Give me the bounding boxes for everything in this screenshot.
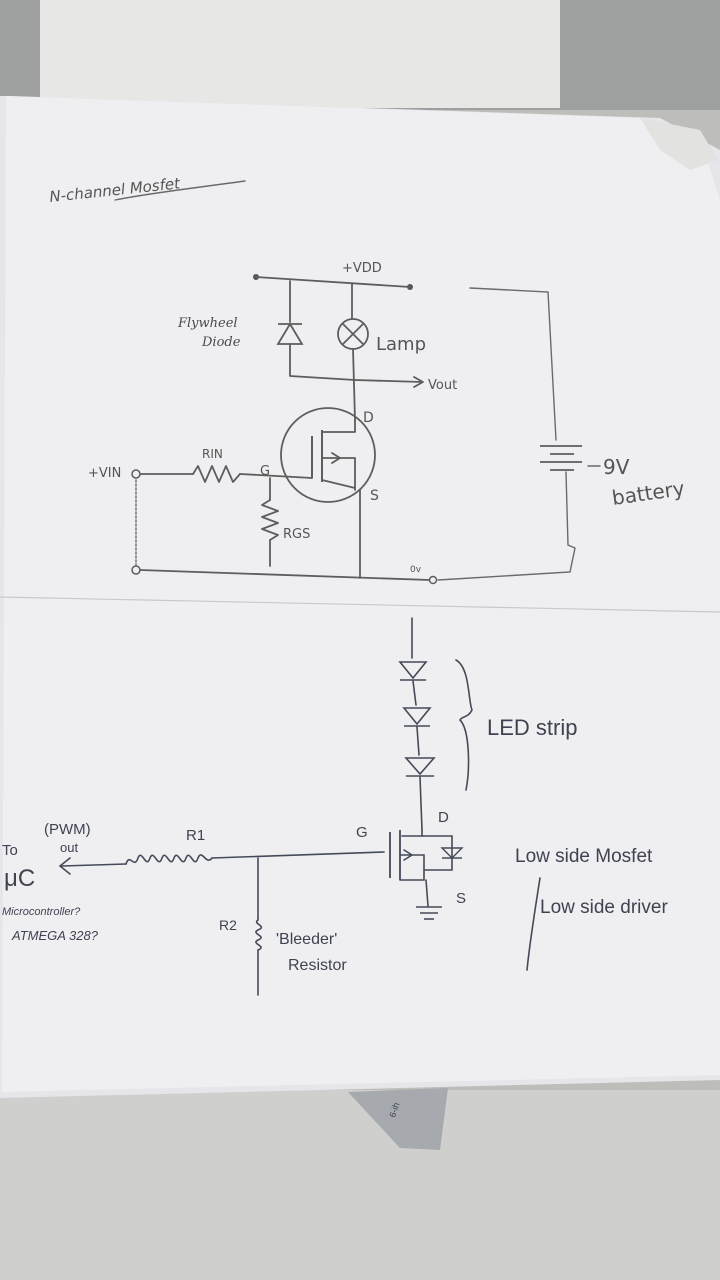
r1-resistor-icon xyxy=(125,854,213,865)
drain-label: D xyxy=(363,410,374,426)
gnd-terminal-left xyxy=(131,565,141,575)
led-strip-label: LED strip xyxy=(487,715,577,740)
diode-bottom-wire xyxy=(289,343,356,381)
mosfet-2-gate-label: G xyxy=(356,824,368,841)
zero-v-label: 0v xyxy=(410,565,422,575)
lamp-to-drain-wire xyxy=(352,348,356,421)
out-label: out xyxy=(60,840,78,855)
low-side-mosfet-label: Low side Mosfet xyxy=(515,846,653,867)
battery-bottom-wire xyxy=(437,471,576,581)
paper-sheet xyxy=(0,96,720,1098)
r2-label: R2 xyxy=(219,917,237,933)
low-side-driver-label: Low side driver xyxy=(540,897,668,918)
rgs-label: RGS xyxy=(283,527,310,542)
mosfet-2-drain-label: D xyxy=(438,809,449,826)
led-1-icon xyxy=(398,661,428,681)
rin-label: RIN xyxy=(202,447,223,461)
source-label: S xyxy=(370,488,379,504)
r2-resistor-icon xyxy=(255,919,263,951)
note-bracket xyxy=(526,877,541,971)
led-bottom-wire xyxy=(419,776,423,831)
to-label: To xyxy=(2,842,18,859)
ground-rail xyxy=(139,569,431,581)
lamp-label: Lamp xyxy=(376,334,426,355)
vin-label: +VIN xyxy=(88,466,121,481)
r1-label: R1 xyxy=(186,827,205,844)
ground-icon xyxy=(416,906,442,920)
vout-wire xyxy=(354,379,423,383)
battery-voltage-label: 9V xyxy=(603,455,630,479)
gate-label: G xyxy=(260,464,270,479)
uc-output-wire xyxy=(61,863,127,867)
vdd-label: +VDD xyxy=(342,261,382,276)
led-2-icon xyxy=(402,707,432,727)
vdd-rail xyxy=(255,276,411,288)
gate-drive-wire xyxy=(211,851,385,859)
circuit-1: +VDD Flywheel Diode Lamp Vout xyxy=(88,261,686,585)
rin-resistor-icon xyxy=(192,465,241,483)
flywheel-label: Flywheel xyxy=(177,316,238,331)
led-strip-brace xyxy=(455,659,473,791)
mcu-part-label: ATMEGA 328? xyxy=(11,928,99,943)
vin-terminal xyxy=(131,469,141,479)
resistor-label: Resistor xyxy=(288,957,347,974)
battery-top-wire xyxy=(469,287,557,441)
desk-surface xyxy=(0,1090,720,1280)
mosfet-1-icon xyxy=(280,407,376,503)
mosfet-2-source-label: S xyxy=(456,890,466,907)
diode-label: Diode xyxy=(201,335,241,350)
bleeder-label: 'Bleeder' xyxy=(276,931,337,948)
mcu-question-label: Microcontroller? xyxy=(2,906,81,918)
ruler-label: 6-ih xyxy=(387,1101,401,1118)
title-underline xyxy=(114,180,246,201)
mosfet-2-ground-wire xyxy=(425,879,429,907)
led-mid-wire-1 xyxy=(412,680,417,706)
led-3-icon xyxy=(404,757,436,777)
metal-ruler: 6-ih xyxy=(348,1088,448,1150)
paper-fold xyxy=(0,596,720,613)
circuit-2: LED strip D S G R1 To μC (PWM) xyxy=(2,617,668,996)
monitor-backpanel xyxy=(40,0,560,108)
paper-top-page xyxy=(2,96,720,1092)
pwm-label: (PWM) xyxy=(44,821,91,838)
rgs-resistor-icon xyxy=(261,499,279,541)
vout-label: Vout xyxy=(428,378,457,393)
gate-wire xyxy=(239,473,313,479)
vout-arrow-icon xyxy=(413,376,424,388)
uc-arrow-icon xyxy=(58,857,71,875)
battery-icon xyxy=(540,445,582,471)
paper-curl xyxy=(640,118,718,170)
led-mid-wire-2 xyxy=(416,726,420,756)
mosfet-2-icon xyxy=(389,829,464,881)
gnd-terminal-right xyxy=(428,575,438,585)
uc-label: μC xyxy=(4,865,35,892)
